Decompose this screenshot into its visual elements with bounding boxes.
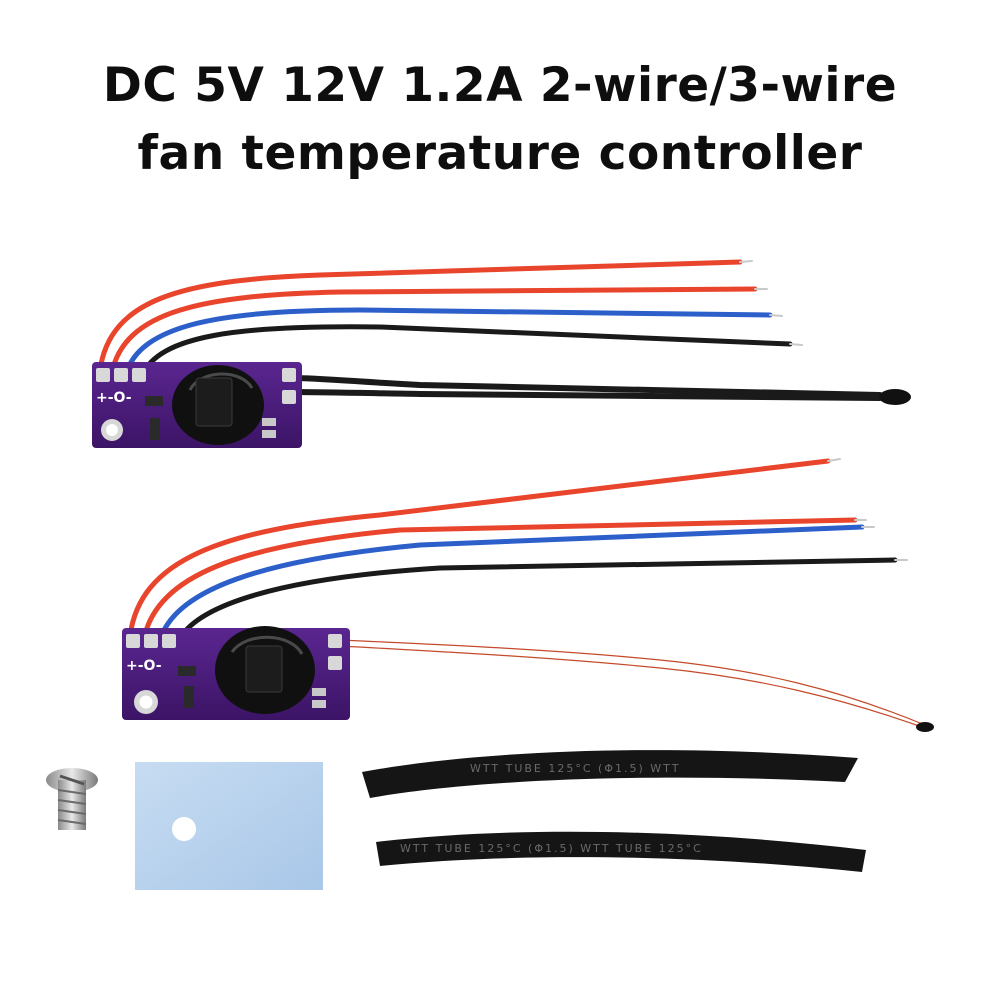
controller-board-upper: +-O-	[92, 259, 911, 448]
smd-components	[178, 666, 326, 708]
red-wire-1	[127, 458, 831, 639]
heat-shrink-tube-lower: WTT TUBE 125°C (Φ1.5) WTT TUBE 125°C	[376, 831, 866, 872]
screw	[46, 768, 98, 830]
black-wire	[139, 324, 793, 379]
solder-pads	[96, 368, 296, 404]
wire-tip	[827, 458, 841, 462]
smd-components	[145, 396, 276, 440]
blue-wire	[157, 524, 865, 643]
thermistor-probe-upper	[289, 375, 911, 405]
thermistor-bulb	[879, 389, 911, 405]
thermal-pad-hole	[172, 817, 196, 841]
potted-sensor	[215, 626, 315, 714]
polarity-label: +-O-	[96, 390, 132, 406]
heat-shrink-tube-upper: WTT TUBE 125°C (Φ1.5) WTT	[362, 750, 858, 798]
black-wire	[175, 557, 898, 645]
title-line-2: fan temperature controller	[137, 126, 863, 181]
blue-wire	[123, 307, 773, 377]
polarity-label: +-O-	[126, 658, 162, 674]
red-wire-1	[97, 259, 743, 373]
wire-tip	[769, 314, 783, 317]
thermal-pad	[135, 762, 323, 890]
red-wire-2	[141, 517, 858, 641]
wire-tip	[789, 343, 803, 346]
controller-board-lower: +-O-	[122, 458, 934, 732]
thermistor-probe-lower	[339, 639, 934, 732]
wire-tip	[739, 260, 753, 263]
thermistor-bulb	[916, 722, 934, 732]
wire-bundle-lower	[127, 458, 908, 645]
tube-marking: WTT TUBE 125°C (Φ1.5) WTT TUBE 125°C	[400, 842, 703, 855]
potted-sensor	[172, 365, 264, 445]
tube-marking: WTT TUBE 125°C (Φ1.5) WTT	[470, 762, 680, 775]
red-wire-2	[109, 286, 758, 375]
solder-pads	[126, 634, 342, 670]
title-line-1: DC 5V 12V 1.2A 2-wire/3-wire	[102, 58, 898, 113]
product-title: DC 5V 12V 1.2A 2-wire/3-wire fan tempera…	[0, 52, 1000, 188]
wire-bundle-upper	[97, 259, 803, 379]
